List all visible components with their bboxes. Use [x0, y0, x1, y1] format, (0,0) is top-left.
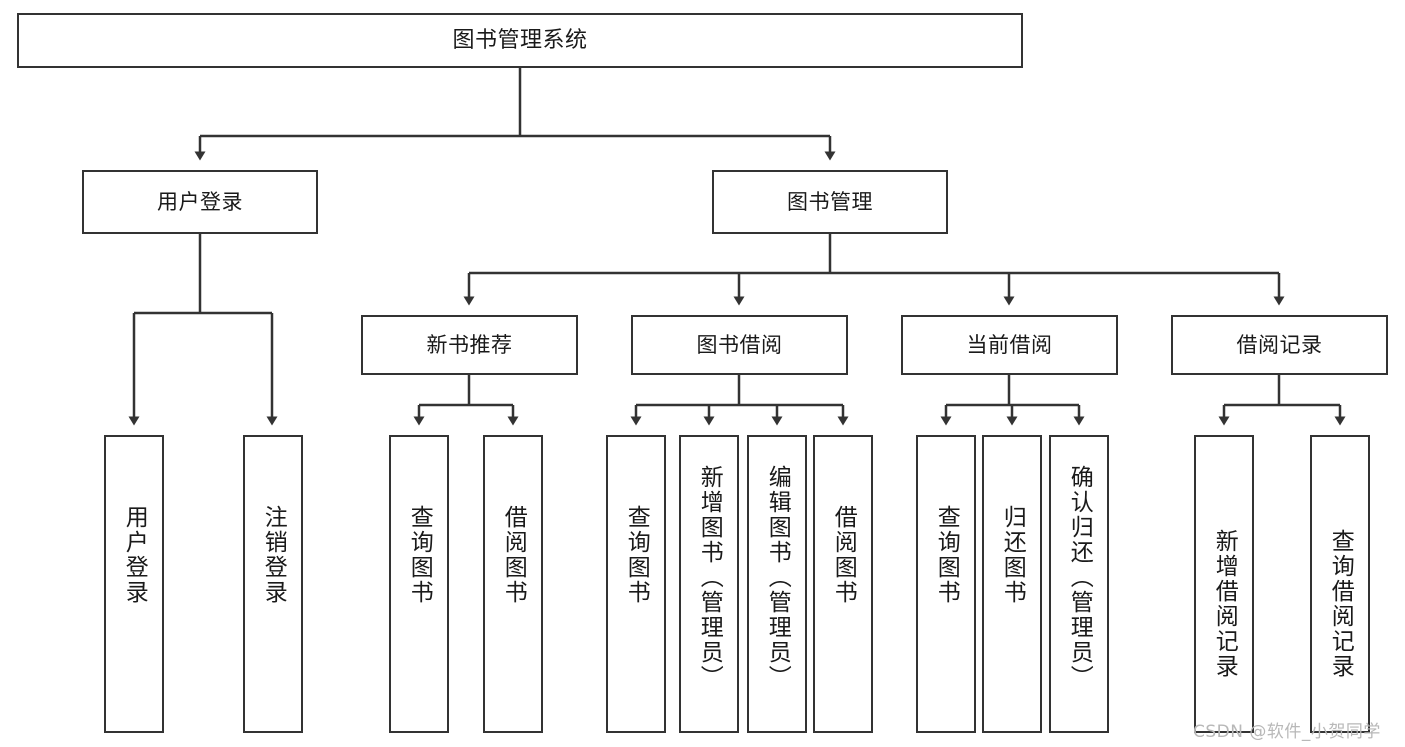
- node-leaf-edit-book[interactable]: 编辑图书（管理员）: [747, 435, 807, 733]
- node-leaf-borrow-book-2[interactable]: 借阅图书: [813, 435, 873, 733]
- csdn-watermark: CSDN @软件_小贺同学: [1193, 722, 1381, 742]
- node-leaf-add-book-label: 新增图书（管理员）: [696, 465, 723, 690]
- node-new-book-rec-label: 新书推荐: [426, 332, 513, 357]
- node-leaf-return-book[interactable]: 归还图书: [982, 435, 1042, 733]
- node-leaf-add-record-label: 新增借阅记录: [1211, 529, 1238, 679]
- node-leaf-query-book-1-label: 查询图书: [406, 505, 433, 605]
- node-root[interactable]: 图书管理系统: [17, 13, 1023, 68]
- node-leaf-query-book-2[interactable]: 查询图书: [606, 435, 666, 733]
- node-leaf-borrow-book-1-label: 借阅图书: [500, 505, 527, 605]
- node-new-book-rec[interactable]: 新书推荐: [361, 315, 578, 375]
- node-leaf-user-login-label: 用户登录: [121, 505, 148, 605]
- node-current-borrow[interactable]: 当前借阅: [901, 315, 1118, 375]
- node-user-login-label: 用户登录: [157, 189, 243, 214]
- node-leaf-confirm-return[interactable]: 确认归还（管理员）: [1049, 435, 1109, 733]
- node-leaf-return-book-label: 归还图书: [999, 505, 1026, 605]
- node-leaf-query-book-2-label: 查询图书: [623, 505, 650, 605]
- node-borrow-record-label: 借阅记录: [1236, 332, 1323, 357]
- node-leaf-confirm-return-label: 确认归还（管理员）: [1066, 465, 1093, 690]
- node-leaf-edit-book-label: 编辑图书（管理员）: [764, 465, 791, 690]
- node-leaf-user-logout-label: 注销登录: [260, 505, 287, 605]
- node-leaf-user-logout[interactable]: 注销登录: [243, 435, 303, 733]
- node-user-login[interactable]: 用户登录: [82, 170, 318, 234]
- node-leaf-query-record[interactable]: 查询借阅记录: [1310, 435, 1370, 733]
- node-book-manage-label: 图书管理: [787, 189, 873, 214]
- node-leaf-query-book-1[interactable]: 查询图书: [389, 435, 449, 733]
- node-leaf-query-book-3-label: 查询图书: [933, 505, 960, 605]
- node-leaf-add-book[interactable]: 新增图书（管理员）: [679, 435, 739, 733]
- node-leaf-borrow-book-1[interactable]: 借阅图书: [483, 435, 543, 733]
- node-book-borrow[interactable]: 图书借阅: [631, 315, 848, 375]
- node-leaf-add-record[interactable]: 新增借阅记录: [1194, 435, 1254, 733]
- node-book-manage[interactable]: 图书管理: [712, 170, 948, 234]
- node-leaf-query-record-label: 查询借阅记录: [1327, 529, 1354, 679]
- node-root-label: 图书管理系统: [452, 27, 588, 53]
- node-leaf-borrow-book-2-label: 借阅图书: [830, 505, 857, 605]
- node-current-borrow-label: 当前借阅: [966, 332, 1053, 357]
- node-borrow-record[interactable]: 借阅记录: [1171, 315, 1388, 375]
- node-leaf-query-book-3[interactable]: 查询图书: [916, 435, 976, 733]
- node-leaf-user-login[interactable]: 用户登录: [104, 435, 164, 733]
- node-book-borrow-label: 图书借阅: [696, 332, 783, 357]
